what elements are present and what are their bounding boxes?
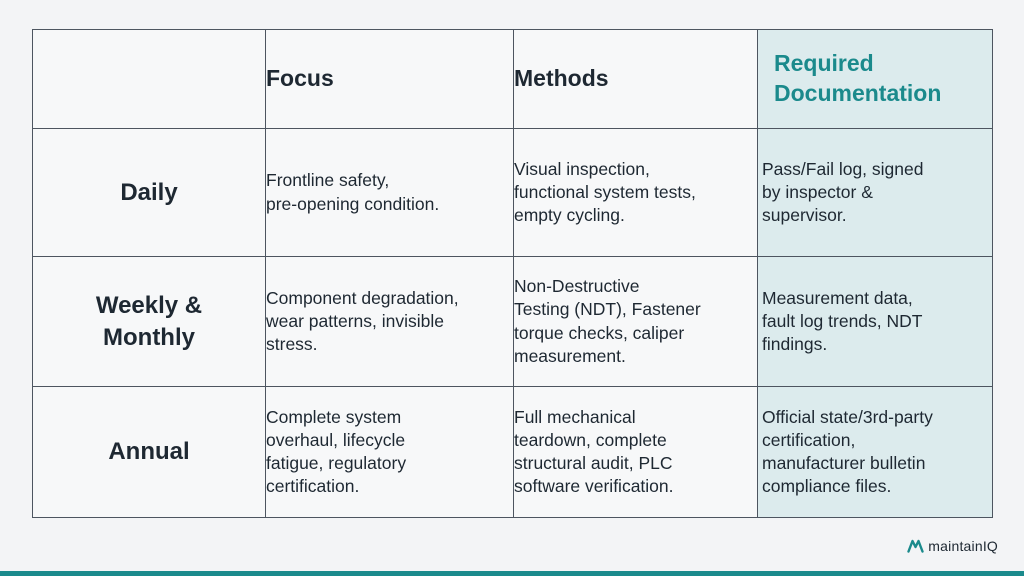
- maintainiq-logo-icon: [907, 539, 924, 553]
- cell-line: software verification.: [514, 476, 674, 497]
- cell-line: measurement.: [514, 345, 626, 366]
- annual-methods-cell: Full mechanical teardown, complete struc…: [513, 386, 758, 518]
- header-focus: Focus: [265, 29, 514, 129]
- header-documentation-line-2: Documentation: [774, 80, 942, 106]
- row-label-daily: Daily: [32, 128, 266, 257]
- cell-line: Measurement data,: [762, 287, 913, 308]
- annual-documentation-cell: Official state/3rd-party certification, …: [757, 386, 993, 518]
- cell-line: Non-Destructive: [514, 276, 640, 297]
- cell-line: teardown, complete: [514, 429, 667, 450]
- cell-line: Visual inspection,: [514, 158, 650, 179]
- cell-line: certification.: [266, 476, 360, 497]
- cell-line: Complete system: [266, 406, 402, 427]
- table-row-annual: Annual Complete system overhaul, lifecyc…: [32, 386, 993, 518]
- cell-line: torque checks, caliper: [514, 322, 685, 343]
- row-label-line: Weekly &: [95, 292, 203, 320]
- bottom-accent-bar: [0, 571, 1024, 576]
- weekly-monthly-focus-cell: Component degradation, wear patterns, in…: [265, 256, 514, 387]
- cell-line: structural audit, PLC: [514, 453, 673, 473]
- cell-line: Frontline safety,: [266, 170, 390, 191]
- row-label-line: Monthly: [103, 323, 195, 351]
- daily-documentation-cell: Pass/Fail log, signed by inspector & sup…: [757, 128, 993, 257]
- brand-name: maintainIQ: [928, 538, 998, 554]
- cell-line: Pass/Fail log, signed: [762, 158, 924, 179]
- cell-line: stress.: [266, 334, 318, 355]
- daily-focus-cell: Frontline safety, pre-opening condition.: [265, 128, 514, 257]
- cell-line: certification,: [762, 429, 856, 450]
- row-label-weekly-monthly: Weekly & Monthly: [32, 256, 266, 387]
- header-corner-cell: [32, 29, 266, 129]
- table-header-row: Focus Methods Required Documentation: [32, 29, 993, 129]
- row-label-annual: Annual: [32, 386, 266, 518]
- cell-line: compliance files.: [762, 476, 892, 497]
- row-label-line: Daily: [120, 178, 178, 206]
- inspection-schedule-table: Focus Methods Required Documentation Dai…: [32, 29, 993, 518]
- cell-line: Full mechanical: [514, 406, 636, 427]
- weekly-monthly-documentation-cell: Measurement data, fault log trends, NDT …: [757, 256, 993, 387]
- header-documentation-line-1: Required: [774, 50, 874, 77]
- cell-line: fault log trends, NDT: [762, 310, 923, 331]
- cell-line: manufacturer bulletin: [762, 453, 926, 473]
- inspection-schedule-table-container: Focus Methods Required Documentation Dai…: [32, 29, 993, 518]
- cell-line: findings.: [762, 334, 828, 355]
- cell-line: wear patterns, invisible: [266, 310, 444, 331]
- cell-inner: Official state/3rd-party certification, …: [758, 406, 992, 498]
- cell-inner: Pass/Fail log, signed by inspector & sup…: [758, 158, 992, 227]
- table-row-weekly-monthly: Weekly & Monthly Component degradation, …: [32, 256, 993, 387]
- weekly-monthly-methods-cell: Non-Destructive Testing (NDT), Fastener …: [513, 256, 758, 387]
- cell-line: Official state/3rd-party: [762, 406, 933, 427]
- cell-inner: Measurement data, fault log trends, NDT …: [758, 287, 992, 356]
- cell-line: Component degradation,: [266, 287, 459, 308]
- header-methods: Methods: [513, 29, 758, 129]
- cell-line: Testing (NDT), Fastener: [514, 299, 701, 320]
- cell-line: overhaul, lifecycle: [266, 429, 406, 450]
- table-row-daily: Daily Frontline safety, pre-opening cond…: [32, 128, 993, 257]
- brand-logo: maintainIQ: [907, 538, 998, 554]
- daily-methods-cell: Visual inspection, functional system tes…: [513, 128, 758, 257]
- cell-line: empty cycling.: [514, 205, 625, 226]
- cell-line: fatigue, regulatory: [266, 453, 407, 473]
- cell-line: pre-opening condition.: [266, 193, 440, 214]
- annual-focus-cell: Complete system overhaul, lifecycle fati…: [265, 386, 514, 518]
- cell-line: supervisor.: [762, 205, 847, 226]
- cell-line: functional system tests,: [514, 181, 696, 202]
- header-required-documentation: Required Documentation: [757, 29, 993, 129]
- row-label-line: Annual: [108, 438, 190, 466]
- cell-line: by inspector &: [762, 181, 873, 202]
